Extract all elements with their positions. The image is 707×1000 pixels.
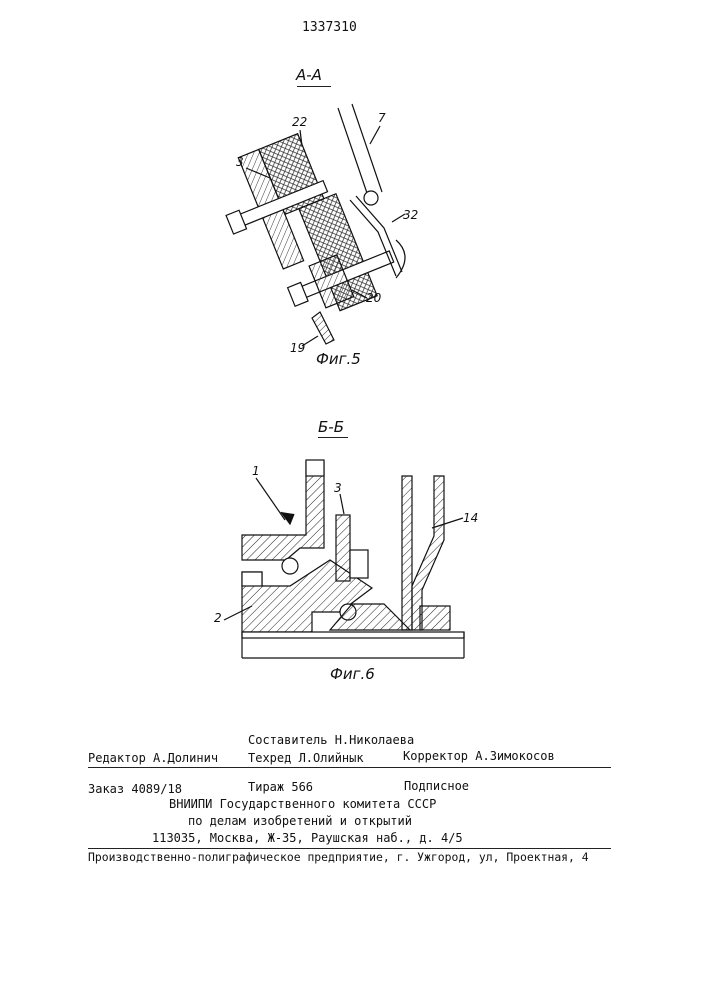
ref-2: 2	[214, 611, 222, 625]
ref-14: 14	[463, 511, 478, 525]
imprint-rule-bottom	[88, 848, 611, 849]
compiler-line: Составитель Н.Николаева	[248, 733, 414, 747]
part-3-block	[350, 550, 368, 578]
shaft-top	[242, 632, 464, 638]
order-line: Заказ 4089/18	[88, 782, 182, 796]
part-14-wall	[402, 476, 412, 630]
printer-line: Производственно-полиграфическое предприя…	[88, 850, 589, 864]
org-line-2: по делам изобретений и открытий	[188, 814, 412, 828]
address-line: 113035, Москва, Ж-35, Раушская наб., д. …	[152, 831, 463, 845]
leader-1	[256, 478, 285, 520]
leader-3-fig6	[340, 494, 344, 514]
techred-line: Техред Л.Олийнык	[248, 751, 364, 765]
part-14-base	[420, 606, 450, 630]
part-2-slot	[242, 572, 262, 586]
ref-3-fig6: 3	[334, 481, 342, 495]
corrector-line: Корректор А.Зимокосов	[403, 749, 555, 763]
circulation-line: Тираж 566	[248, 780, 313, 794]
subscription-line: Подписное	[404, 779, 469, 793]
ball-upper	[282, 558, 298, 574]
editor-line: Редактор А.Долинич	[88, 751, 218, 765]
org-line-1: ВНИИПИ Государственного комитета СССР	[169, 797, 436, 811]
fig6-caption: Фиг.6	[330, 665, 375, 683]
part-3-plate	[336, 515, 350, 581]
ref-1: 1	[252, 464, 260, 478]
imprint-rule-top	[88, 767, 611, 768]
part-1-top-tab	[306, 460, 324, 476]
